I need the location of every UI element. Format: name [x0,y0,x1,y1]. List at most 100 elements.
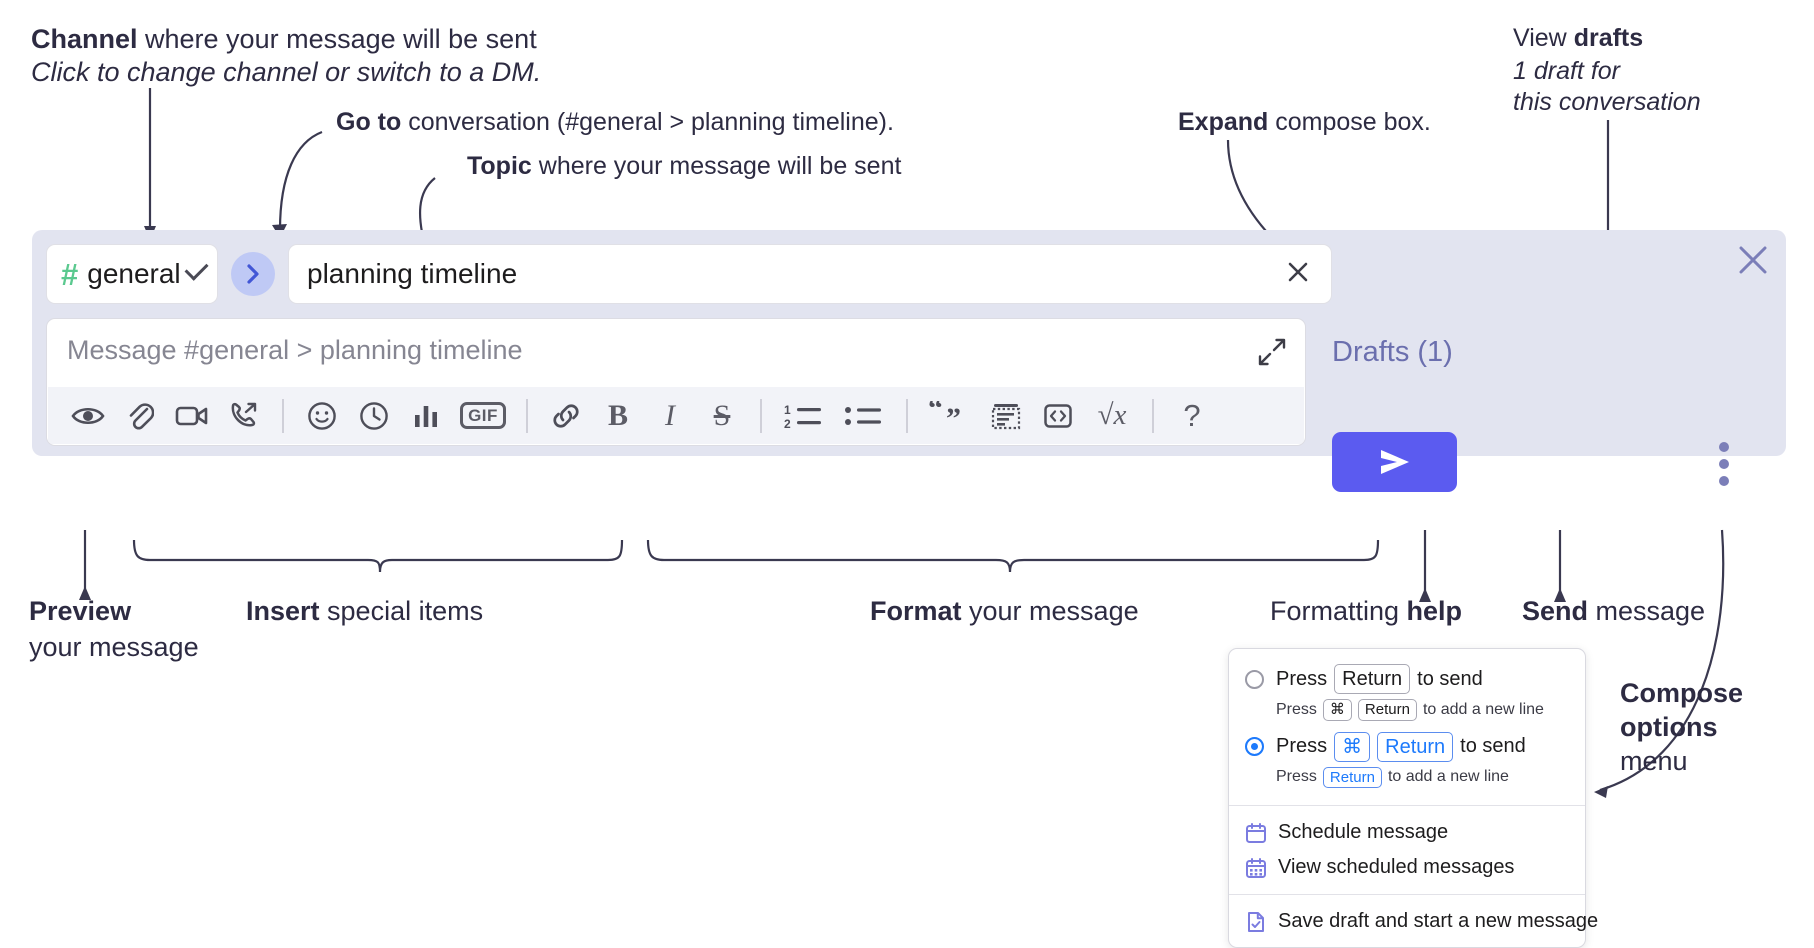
toolbar-divider-3 [760,398,762,433]
menu-option-2-sub-pre: Press [1276,768,1317,786]
annotation-goto-bold: Go to [336,108,402,136]
message-input-box[interactable]: Message #general > planning timeline [46,318,1306,446]
channel-selector-button[interactable]: # general [46,244,218,304]
svg-text:2: 2 [784,417,791,430]
menu-option-1-text: Press Return to send [1276,664,1483,694]
annotation-compose-options-l2: options [1620,712,1718,742]
compose-options-menu: Press Return to send Press ⌘ Return to a… [1228,648,1598,948]
annotation-compose-options-2: options [1620,710,1717,745]
annotation-format-rest: your message [961,596,1139,626]
strikethrough-icon[interactable]: S [696,390,748,442]
toolbar-divider-4 [906,398,908,433]
kebab-dot-1 [1719,442,1729,452]
compose-header-row: # general planning timeline [46,243,1332,305]
close-x-icon[interactable] [1736,243,1770,282]
annotation-drafts: View drafts [1513,22,1643,54]
emoji-icon[interactable] [296,390,348,442]
gif-icon[interactable]: GIF [452,390,514,442]
math-glyph: √x [1097,399,1127,431]
help-glyph: ? [1183,397,1201,433]
menu-item-schedule-message[interactable]: Schedule message [1229,815,1585,850]
schedule-clock-icon[interactable] [348,390,400,442]
menu-option-2-text: Press ⌘ Return to send [1276,731,1526,762]
kebab-dot-2 [1719,459,1729,469]
send-paper-plane-icon [1380,450,1409,474]
goto-conversation-button[interactable] [231,252,275,296]
annotation-insert-rest: special items [319,596,484,626]
annotation-compose-options-3: menu [1620,744,1688,779]
menu-item-schedule-message-label: Schedule message [1278,821,1449,843]
menu-option-2-sub: Press Return to add a new line [1229,765,1585,797]
annotation-channel-sub: Click to change channel or switch to a D… [31,55,541,90]
toolbar-divider-1 [282,398,284,433]
annotation-insert: Insert special items [246,594,483,629]
link-icon[interactable] [540,390,592,442]
topic-value: planning timeline [307,258,518,289]
bulleted-list-icon[interactable] [834,390,894,442]
annotation-insert-bold: Insert [246,596,320,626]
bold-icon[interactable]: B [592,390,644,442]
annotation-preview: Preview [29,594,131,629]
formatting-help-icon[interactable]: ? [1166,390,1218,442]
italic-icon[interactable]: I [644,390,696,442]
annotation-topic: Topic where your message will be sent [467,150,901,182]
gif-label: GIF [460,402,506,429]
annotation-goto: Go to conversation (#general > planning … [336,106,894,138]
annotation-drafts-sub1-text: 1 draft for [1513,57,1620,85]
annotation-compose-options: Compose [1620,676,1743,711]
eye-icon[interactable] [62,390,114,442]
annotation-format: Format your message [870,594,1139,629]
calendar-icon [1246,822,1266,843]
expand-arrows-icon[interactable] [1257,337,1287,372]
kebab-dot-3 [1719,476,1729,486]
menu-item-save-draft[interactable]: Save draft and start a new message [1229,904,1598,939]
topic-input[interactable]: planning timeline [288,244,1332,304]
menu-option-1-pre: Press [1276,667,1328,690]
menu-option-2-sub-post: to add a new line [1387,768,1509,786]
annotation-channel-rest: where your message will be sent [137,24,537,54]
annotation-help: Formatting help [1270,594,1462,629]
chevron-right-icon [247,264,259,284]
code-block-icon[interactable] [980,390,1032,442]
document-check-icon [1248,911,1264,932]
annotation-drafts-pre: View [1513,24,1574,52]
annotation-topic-bold: Topic [467,152,532,180]
menu-divider-1 [1229,805,1585,806]
annotation-channel-sub-text: Click to change channel or switch to a D… [31,57,542,87]
more-options-icon[interactable] [1712,438,1736,490]
inline-code-icon[interactable] [1032,390,1084,442]
annotation-help-bold: help [1406,596,1463,626]
paperclip-icon[interactable] [114,390,166,442]
annotation-format-bold: Format [870,596,962,626]
blockquote-icon[interactable]: “ ” [920,390,980,442]
annotation-drafts-sub2-text: this conversation [1513,88,1701,116]
menu-item-view-scheduled-label: View scheduled messages [1278,856,1515,878]
menu-divider-2 [1229,894,1585,895]
kbd-return-sub-2: Return [1322,766,1382,788]
hash-icon: # [61,256,79,292]
menu-radio-option-return[interactable]: Press Return to send [1229,661,1585,697]
ordered-list-icon[interactable]: 1 2 [774,390,834,442]
toolbar-divider-5 [1152,398,1154,433]
clear-x-icon[interactable] [1283,257,1313,292]
annotation-channel: Channel where your message will be sent [31,22,537,57]
strike-glyph: S [713,398,731,432]
annotation-send-rest: message [1588,596,1706,626]
chevron-down-icon [184,256,209,281]
svg-text:”: ” [946,402,961,431]
huddle-phone-icon[interactable] [218,390,270,442]
math-icon[interactable]: √x [1084,390,1140,442]
annotation-help-pre: Formatting [1270,596,1407,626]
italic-glyph: I [665,398,675,432]
send-button[interactable] [1332,432,1457,492]
poll-bar-chart-icon[interactable] [400,390,452,442]
menu-radio-option-cmd-return[interactable]: Press ⌘ Return to send [1229,729,1585,765]
annotation-compose-options-l1: Compose [1620,678,1744,708]
annotation-preview-bold: Preview [29,596,132,626]
video-camera-icon[interactable] [166,390,218,442]
menu-item-view-scheduled[interactable]: View scheduled messages [1229,850,1585,885]
annotation-goto-rest: conversation (#general > planning timeli… [401,108,894,136]
drafts-link[interactable]: Drafts (1) [1332,336,1453,368]
menu-option-2-pre: Press [1276,735,1328,757]
radio-selected-icon [1245,737,1264,756]
